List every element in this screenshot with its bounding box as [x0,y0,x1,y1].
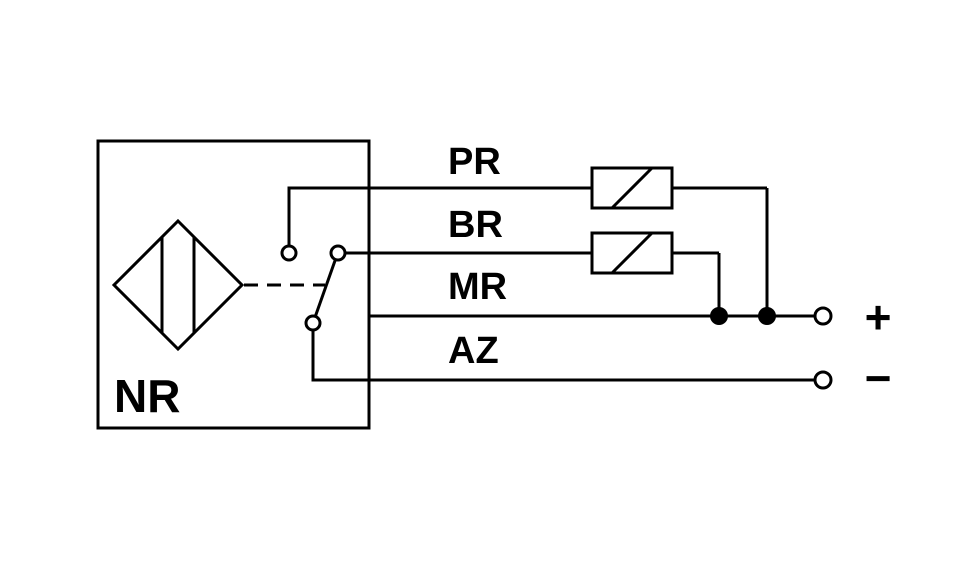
wire-br [345,251,721,316]
wire-az [311,330,815,382]
positive-label: + [865,291,892,343]
junction-dot [758,307,776,325]
negative-terminal [813,370,833,390]
inductive-sensor-icon [111,218,245,352]
wire-label-az: AZ [448,330,499,372]
negative-label: − [865,352,892,404]
relay-coil-load-icon [590,166,674,210]
sensor-label: NR [114,370,180,422]
positive-terminal [813,306,833,326]
wire-pr [287,186,769,316]
changeover-switch-icon [280,244,347,332]
wire-label-pr: PR [448,141,501,183]
relay-coil-load-icon [590,231,674,275]
wire-label-br: BR [448,204,503,246]
wire-label-mr: MR [448,266,507,308]
sensor-housing [96,139,371,430]
junction-dot [710,307,728,325]
